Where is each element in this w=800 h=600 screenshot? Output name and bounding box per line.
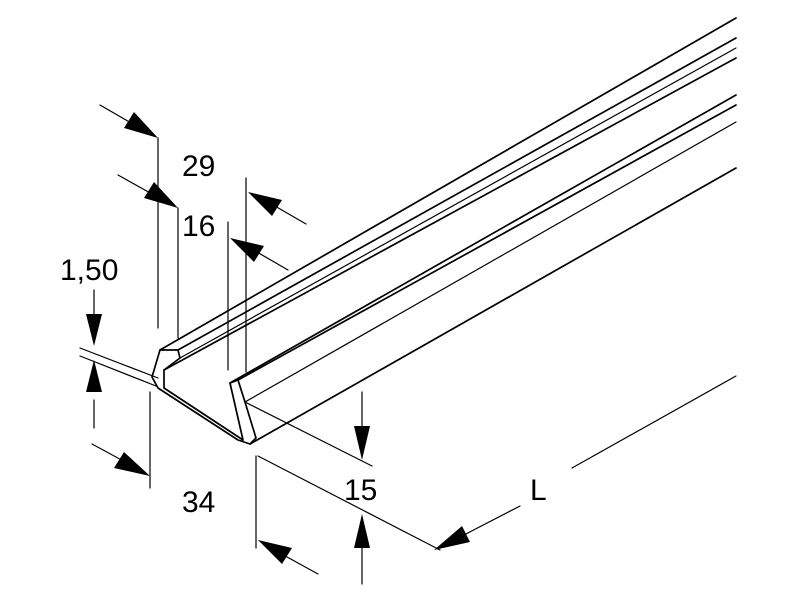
dimension-label-l: L xyxy=(530,474,547,507)
arrowhead-29-right xyxy=(248,192,282,216)
dimension-label-34: 34 xyxy=(182,486,215,519)
arrowhead-15-bottom xyxy=(354,514,370,548)
arrowhead-16-right xyxy=(230,238,264,262)
arrowhead-34-right xyxy=(258,540,292,564)
rail-bottom-edge xyxy=(249,167,737,445)
rail-body xyxy=(151,17,737,445)
rail-right-flange-edge-3 xyxy=(244,121,737,403)
extension-lines xyxy=(79,137,737,551)
rail-right-flange-edge-2 xyxy=(237,104,737,381)
arrowhead-thickness-top xyxy=(86,314,102,346)
length-line-far xyxy=(571,375,737,469)
dimension-label-29: 29 xyxy=(182,150,215,183)
arrow-length xyxy=(461,505,521,537)
ext-line-thickness-top xyxy=(79,347,159,379)
arrowhead-34-left xyxy=(114,452,150,476)
rail-left-flange-edge-2 xyxy=(177,37,737,351)
arrowhead-15-top xyxy=(354,426,370,460)
rail-left-flange-top-edge xyxy=(159,17,737,351)
arrowhead-thickness-bottom xyxy=(86,360,102,392)
arrowhead-29-left xyxy=(124,112,158,138)
rail-right-flange-edge-1 xyxy=(229,94,737,384)
dimension-arrows xyxy=(86,104,521,585)
arrowhead-16-left xyxy=(144,182,178,208)
ext-line-thickness-bottom xyxy=(79,355,157,387)
dimension-label-15: 15 xyxy=(344,474,377,507)
ext-line-15-top xyxy=(244,401,373,467)
rail-left-flange-edge-3 xyxy=(179,47,737,359)
rail-end-profile xyxy=(151,349,257,445)
rail-left-lip-edge xyxy=(163,57,737,371)
dimension-labels: 29 16 1,50 15 34 L xyxy=(60,150,547,519)
dimension-label-16: 16 xyxy=(182,210,215,243)
ext-line-15-bottom xyxy=(257,455,441,551)
arrowhead-length xyxy=(434,526,470,550)
dimension-label-1-50: 1,50 xyxy=(60,254,118,287)
